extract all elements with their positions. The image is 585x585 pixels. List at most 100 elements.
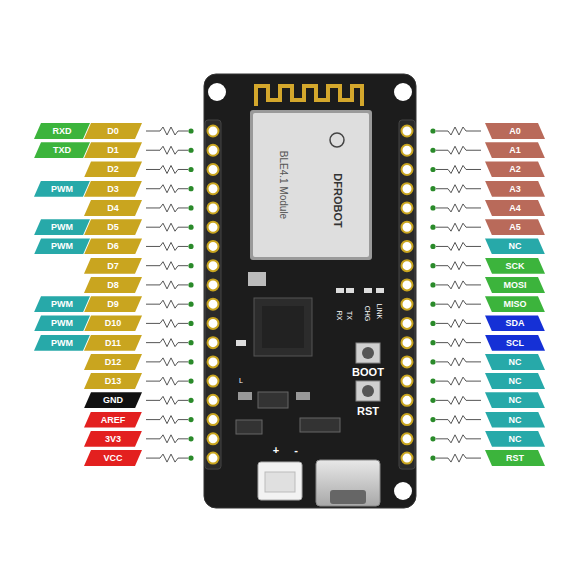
pin-tag: NC: [485, 238, 545, 254]
pin-hole: [402, 433, 413, 444]
leader-dot: [430, 417, 435, 422]
pin-tag: D4: [84, 200, 142, 216]
leader-dot: [430, 398, 435, 403]
logo-mark: [330, 133, 344, 147]
crystal: [248, 272, 266, 286]
leader-dot: [430, 186, 435, 191]
leader-line: [146, 319, 188, 327]
leader-dot: [188, 321, 193, 326]
led-label: L: [239, 377, 243, 384]
pin-hole: [402, 356, 413, 367]
mcu-chip: [254, 298, 312, 356]
pin-hole: [402, 183, 413, 194]
leader-line: [436, 127, 481, 135]
pin-hole: [208, 433, 219, 444]
pin-hole: [208, 145, 219, 156]
signal-tag: PWM: [34, 219, 90, 235]
pin-tag: D12: [84, 354, 142, 370]
pin-tag: D6: [84, 238, 142, 254]
leader-line: [436, 262, 481, 270]
pin-hole: [208, 126, 219, 137]
reset-button: [356, 381, 380, 401]
pin-hole: [402, 337, 413, 348]
pin-header: [399, 120, 415, 469]
pin-tag: A1: [485, 142, 545, 158]
signal-tag: PWM: [34, 315, 90, 331]
mount-hole: [208, 83, 226, 101]
pin-hole: [402, 299, 413, 310]
pin-tag: D3: [84, 181, 142, 197]
pin-hole: [402, 164, 413, 175]
leader-dot: [430, 379, 435, 384]
pin-hole: [402, 318, 413, 329]
leader-line: [436, 416, 481, 424]
smd-part: [296, 392, 310, 400]
leader-dot: [430, 244, 435, 249]
pin-hole: [402, 279, 413, 290]
pin-tag: VCC: [84, 450, 142, 466]
led: [364, 288, 372, 293]
pin-hole: [402, 260, 413, 271]
pin-tag: D0: [84, 123, 142, 139]
pin-hole: [208, 183, 219, 194]
leader-dot: [188, 455, 193, 460]
leader-dot: [188, 205, 193, 210]
pin-hole: [208, 299, 219, 310]
leader-line: [436, 435, 481, 443]
leader-line: [436, 185, 481, 193]
pin-hole: [208, 376, 219, 387]
leader-line: [146, 127, 188, 135]
led-label: LINK: [377, 303, 384, 319]
pin-hole: [208, 395, 219, 406]
leader-dot: [188, 340, 193, 345]
pin-hole: [402, 126, 413, 137]
leader-dot: [188, 167, 193, 172]
pin-hole: [208, 260, 219, 271]
pin-hole: [402, 222, 413, 233]
pin-tag: D2: [84, 161, 142, 177]
led: [336, 288, 344, 293]
pin-hole: [208, 318, 219, 329]
leader-line: [436, 319, 481, 327]
leader-dot: [430, 321, 435, 326]
pin-hole: [208, 356, 219, 367]
leader-dot: [188, 263, 193, 268]
smd-ic: [236, 420, 262, 434]
polarity-mark: +: [273, 445, 279, 456]
leader-line: [436, 339, 481, 347]
leader-dot: [430, 128, 435, 133]
leader-line: [436, 396, 481, 404]
leader-line: [436, 146, 481, 154]
leader-line: [146, 300, 188, 308]
led: [376, 288, 384, 293]
pin-tag: D5: [84, 219, 142, 235]
smd-part: [238, 392, 252, 400]
pin-tag: 3V3: [84, 431, 142, 447]
usb-opening: [330, 490, 366, 504]
leader-dot: [430, 455, 435, 460]
pin-tag: MOSI: [485, 277, 545, 293]
leader-line: [146, 377, 188, 385]
pin-tag: D10: [84, 315, 142, 331]
leader-dot: [430, 205, 435, 210]
leader-dot: [430, 340, 435, 345]
leader-line: [146, 185, 188, 193]
leader-line: [436, 454, 481, 462]
pin-hole: [402, 241, 413, 252]
leader-dot: [430, 302, 435, 307]
leader-line: [436, 358, 481, 366]
leader-dot: [188, 359, 193, 364]
leader-dot: [430, 148, 435, 153]
button-label: RST: [357, 406, 379, 417]
pin-tag: NC: [485, 392, 545, 408]
mount-hole: [394, 482, 412, 500]
module-shield-edge: [250, 110, 372, 260]
leader-line: [146, 416, 188, 424]
led-label: TX: [345, 311, 352, 320]
signal-tag: PWM: [34, 335, 90, 351]
pin-hole: [208, 164, 219, 175]
pin-tag: NC: [485, 373, 545, 389]
pin-hole: [208, 202, 219, 213]
leader-line: [146, 454, 188, 462]
battery-connector: [258, 462, 302, 500]
